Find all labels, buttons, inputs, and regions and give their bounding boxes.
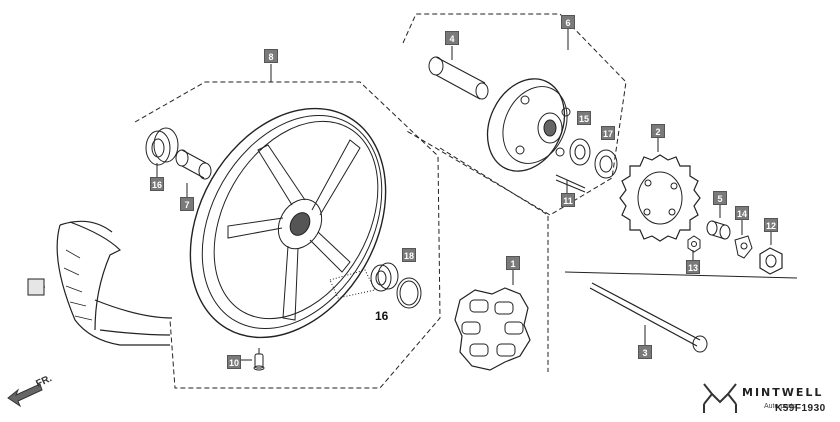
callout-10: 10 xyxy=(227,355,241,369)
unnumbered-part-box xyxy=(27,278,45,296)
callout-7: 7 xyxy=(180,197,194,211)
tire-drawing xyxy=(56,220,173,346)
callout-14: 14 xyxy=(735,206,749,220)
circlip xyxy=(396,277,422,309)
axle-nut xyxy=(759,247,783,275)
callout-16-right: 16 xyxy=(375,309,389,323)
rear-wheel xyxy=(189,107,387,339)
axle-sleeve xyxy=(428,56,489,100)
watermark-tagline: Auto parts xyxy=(764,403,796,410)
chain-adjuster-plate xyxy=(734,235,753,259)
diagram-code: K59F1930 xyxy=(775,403,826,414)
damper-group-outline xyxy=(439,147,549,372)
callout-18: 18 xyxy=(402,248,416,262)
callout-5: 5 xyxy=(713,191,727,205)
callout-13: 13 xyxy=(686,260,700,274)
hub-bearing xyxy=(569,138,591,166)
sprocket-collar xyxy=(706,220,731,240)
callout-3: 3 xyxy=(638,345,652,359)
callout-2: 2 xyxy=(651,124,665,138)
oil-seal xyxy=(594,149,618,179)
callout-16-left: 16 xyxy=(150,177,164,191)
air-valve xyxy=(253,348,265,371)
rear-axle xyxy=(589,282,708,353)
hub-group-outline xyxy=(402,13,627,216)
leader-3-top xyxy=(564,271,798,279)
callout-11: 11 xyxy=(561,193,575,207)
watermark-brand: MINTWELL xyxy=(742,386,824,399)
callout-8: 8 xyxy=(264,49,278,63)
callout-15: 15 xyxy=(577,111,591,125)
spacer-collar xyxy=(175,149,212,180)
front-direction-arrow xyxy=(7,383,43,408)
sprocket-nut xyxy=(687,235,701,253)
wheel-bearing-left xyxy=(145,127,179,166)
callout-12: 12 xyxy=(764,218,778,232)
callout-1: 1 xyxy=(506,256,520,270)
callout-6: 6 xyxy=(561,15,575,29)
wheel-group-outline xyxy=(134,81,441,389)
final-driven-flange xyxy=(486,78,571,172)
wheel-bearing-right xyxy=(370,262,399,292)
mintwell-logo-icon xyxy=(703,383,737,413)
driven-sprocket xyxy=(619,154,701,242)
stud-bolt xyxy=(555,174,586,193)
callout-17: 17 xyxy=(601,126,615,140)
callout-4: 4 xyxy=(445,31,459,45)
wheel-damper-rubber xyxy=(454,287,531,371)
